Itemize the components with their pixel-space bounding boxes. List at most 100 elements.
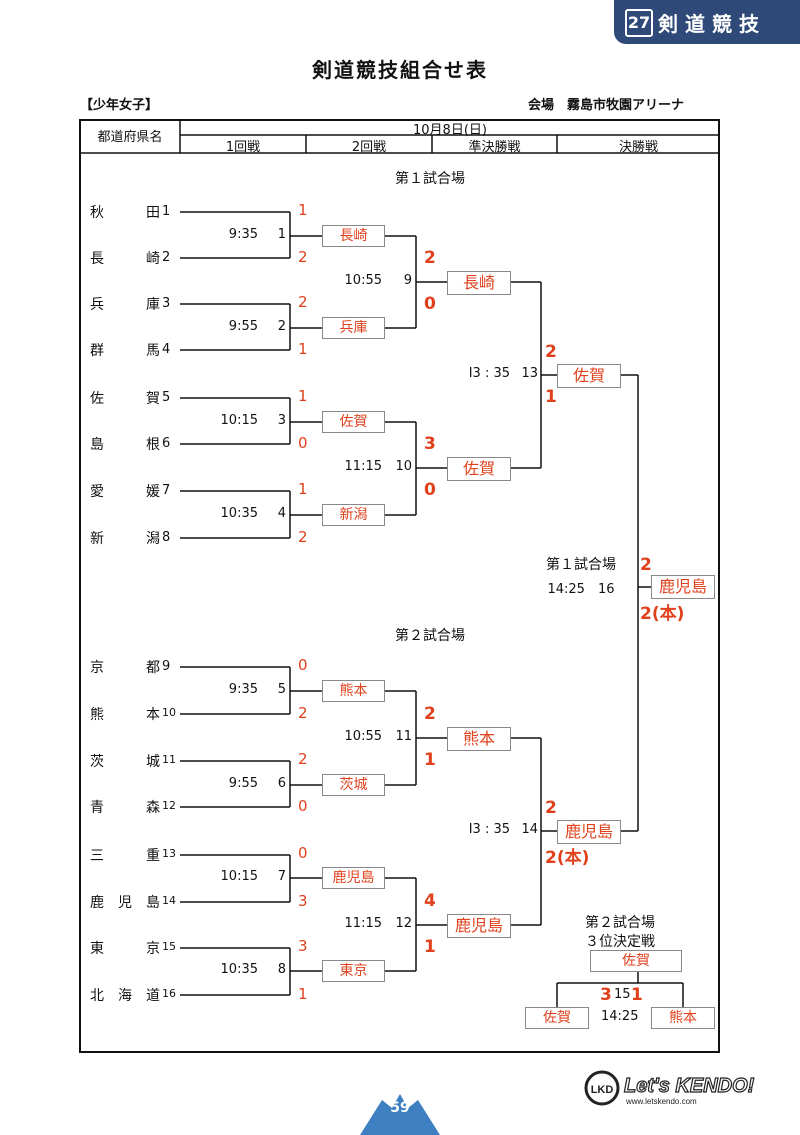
round1-time: 10:35 [220,506,258,521]
round1-match-no: 8 [277,962,286,977]
team-seed: 6 [162,436,171,451]
team-name-char: 崎 [146,251,160,267]
team-name-char: 群 [90,343,104,359]
team-name-char: 道 [146,988,160,1004]
team-name: 兵庫 [90,296,160,313]
round1-score-bottom: 0 [298,797,308,815]
team-name-char: 潟 [146,531,160,547]
team-name-char: 重 [146,848,160,864]
chapter-title: 剣道競技 [658,12,766,36]
final-score-bottom: 2(本) [640,604,685,624]
chapter-number: 27 [625,9,653,37]
semi-match-no: 14 [521,822,538,837]
team-name-char: 庫 [146,297,160,313]
team-name: 秋田 [90,204,160,221]
semi-time: I3 : 35 [468,366,510,381]
round2-score-bottom: 0 [424,294,436,314]
third-place-score-left: 3 [600,985,612,1005]
round1-match-no: 4 [277,506,286,521]
round1-score-bottom: 3 [298,892,308,910]
team-name: 京都 [90,659,160,676]
round2-score-bottom: 1 [424,750,436,770]
team-seed: 4 [162,342,171,357]
round1-score-top: 1 [298,387,308,405]
header-date: 10月8日(日) [413,123,487,138]
team-name-char: 京 [90,660,104,676]
third-place-score-right: 1 [631,985,643,1005]
round2-winner-box: 佐賀 [447,457,511,481]
round1-match-no: 2 [277,319,286,334]
round1-score-bottom: 0 [298,434,308,452]
round1-winner-box: 茨城 [322,774,385,796]
round1-time: 10:35 [220,962,258,977]
final-time: 14:25 16 [547,582,615,597]
round1-match-no: 7 [277,869,286,884]
round2-winner-box: 熊本 [447,727,511,751]
final-score-top: 2 [640,555,652,575]
team-name: 愛媛 [90,483,160,500]
round1-score-top: 3 [298,937,308,955]
round1-score-top: 1 [298,480,308,498]
court1-label: 第１試合場 [395,171,465,187]
team-name-char: 森 [146,800,160,816]
team-name-char: 青 [90,800,104,816]
svg-text:Let's KENDO!: Let's KENDO! [624,1075,755,1097]
team-name-char: 本 [146,707,160,723]
team-name-char: 島 [146,895,160,911]
round1-winner-box: 佐賀 [322,411,385,433]
team-name-char: 京 [146,941,160,957]
team-seed: 16 [162,987,176,1000]
team-name: 新潟 [90,530,160,547]
team-seed: 7 [162,483,171,498]
team-name-char: 東 [90,941,104,957]
round1-match-no: 3 [277,413,286,428]
team-name-char: 媛 [146,484,160,500]
round1-score-top: 1 [298,201,308,219]
category-label: 【少年女子】 [80,98,159,113]
team-seed: 1 [162,204,171,219]
round1-time: 10:15 [220,413,258,428]
team-name-char: 茨 [90,754,104,770]
round1-score-bottom: 1 [298,985,308,1003]
team-name-char: 鹿 [90,895,104,911]
team-seed: 5 [162,390,171,405]
round2-winner-box: 鹿児島 [447,914,511,938]
round2-match-no: 11 [395,729,412,744]
team-seed: 3 [162,296,171,311]
round1-time: 9:35 [228,682,258,697]
third-place-time: 14:25 [601,1009,639,1024]
bracket-frame [79,119,720,1053]
header-pref-label: 都道府県名 [97,130,163,145]
round1-winner-box: 東京 [322,960,385,982]
team-seed: 14 [162,894,176,907]
team-name-char: 兵 [90,297,104,313]
team-name-char: 佐 [90,391,104,407]
team-name-char: 秋 [90,205,104,221]
round2-score-bottom: 0 [424,480,436,500]
team-name: 茨城 [90,753,160,770]
round2-time: 10:55 [344,273,382,288]
team-name-char: 北 [90,988,104,1004]
final-court-label: 第１試合場 [546,557,616,573]
team-name-char: 賀 [146,391,160,407]
round2-match-no: 9 [403,273,412,288]
team-name: 長崎 [90,250,160,267]
semi-match-no: 13 [521,366,538,381]
letskendo-logo: LKD Let's KENDO! www.letskendo.com [582,1066,782,1112]
round2-time: 11:15 [344,916,382,931]
round1-winner-box: 新潟 [322,504,385,526]
team-name: 三重 [90,847,160,864]
team-name: 鹿児島 [90,894,160,911]
round1-time: 9:55 [228,319,258,334]
semi-score-bottom: 2(本) [545,848,590,868]
team-name-char: 三 [90,848,104,864]
round1-time: 10:15 [220,869,258,884]
team-seed: 10 [162,706,176,719]
round2-score-top: 2 [424,248,436,268]
round1-winner-box: 兵庫 [322,317,385,339]
team-name-char: 新 [90,531,104,547]
round2-winner-box: 長崎 [447,271,511,295]
team-name: 島根 [90,436,160,453]
page-number: 59 [390,1100,410,1116]
round1-winner-box: 鹿児島 [322,867,385,889]
